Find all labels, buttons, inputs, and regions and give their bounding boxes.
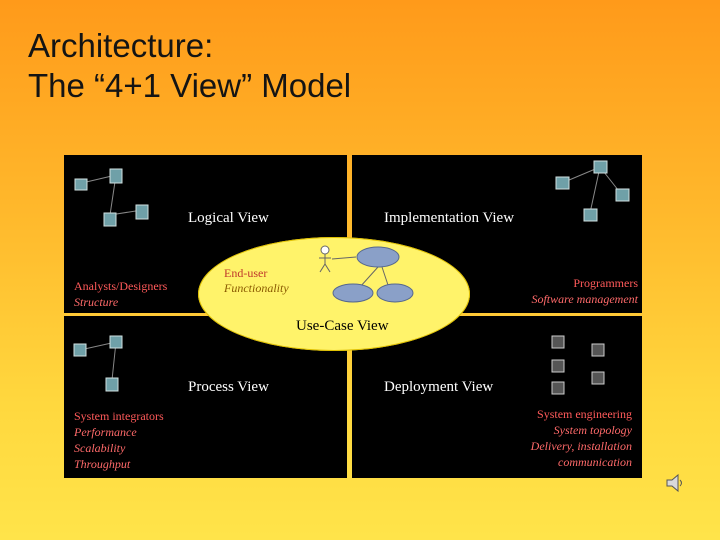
- deployment-role-title: System engineering: [537, 407, 632, 421]
- implementation-view-role: Programmers Software management: [531, 275, 638, 307]
- deployment-role-line-2: Delivery, installation: [530, 439, 632, 453]
- use-case-role-title: End-user: [224, 266, 268, 280]
- process-role-line-2: Scalability: [74, 441, 126, 455]
- use-case-ellipse-icon: [332, 246, 414, 303]
- node-cube-icon: [551, 335, 605, 395]
- use-case-role-line: Functionality: [224, 281, 289, 295]
- implementation-role-line: Software management: [531, 292, 638, 306]
- process-diagram-icon: [73, 335, 123, 392]
- deployment-role-line-3: communication: [558, 455, 632, 469]
- implementation-view-quadrant: Implementation View Programmers Software…: [352, 155, 642, 313]
- implementation-view-label: Implementation View: [384, 210, 515, 226]
- process-role-line-1: Performance: [74, 425, 137, 439]
- deployment-view-label: Deployment View: [384, 379, 494, 395]
- use-case-diagram-icon: [319, 245, 414, 303]
- logical-view-label: Logical View: [188, 210, 269, 226]
- process-role-line-3: Throughput: [74, 457, 131, 471]
- implementation-role-title: Programmers: [573, 276, 638, 290]
- deployment-view-role: System engineering System topology Deliv…: [531, 406, 632, 470]
- speaker-icon[interactable]: [664, 472, 686, 494]
- title-line-1: Architecture:: [28, 27, 214, 64]
- package-diagram-icon: [74, 168, 149, 227]
- process-view-label: Process View: [188, 379, 269, 395]
- process-role-title: System integrators: [74, 409, 164, 423]
- title-line-2: The “4+1 View” Model: [28, 67, 352, 104]
- slide-title: Architecture: The “4+1 View” Model: [28, 26, 351, 106]
- deployment-role-line-1: System topology: [553, 423, 632, 437]
- logical-view-role: Analysts/Designers Structure: [74, 278, 167, 310]
- logical-role-title: Analysts/Designers: [74, 279, 168, 293]
- use-case-view-role: End-user Functionality: [224, 266, 289, 296]
- actor-icon: [319, 245, 331, 273]
- logical-role-line: Structure: [74, 295, 119, 309]
- process-view-role: System integrators Performance Scalabili…: [74, 408, 164, 472]
- use-case-view-label: Use-Case View: [296, 318, 389, 334]
- component-diagram-icon: [555, 160, 630, 222]
